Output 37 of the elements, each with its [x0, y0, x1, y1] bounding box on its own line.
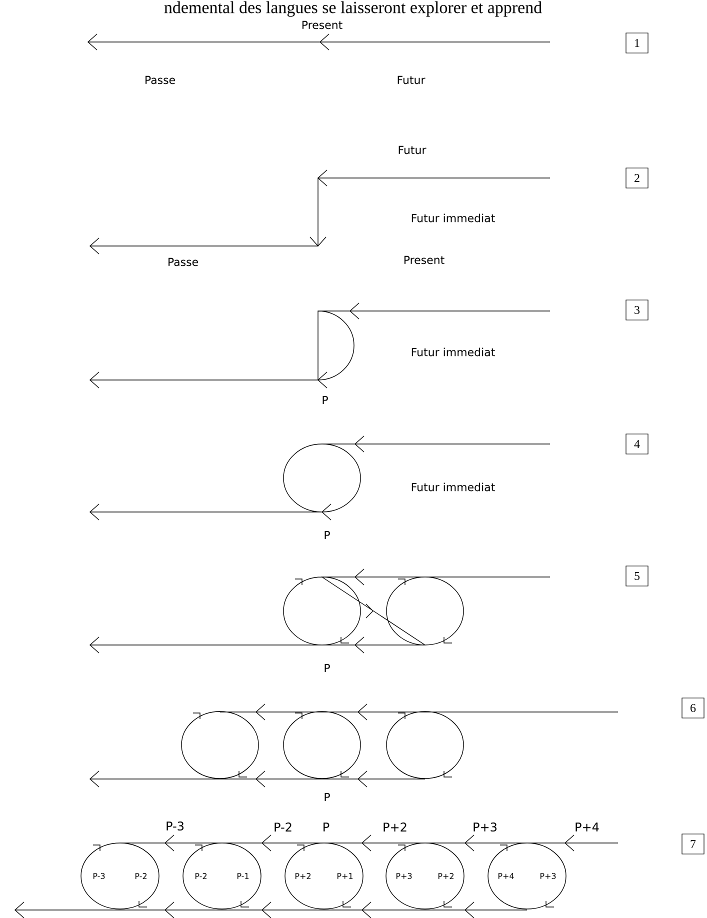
timeline-label: Present [404, 256, 444, 264]
timeline-label: P [324, 531, 330, 540]
circle-label: P+3 [396, 872, 412, 880]
timeline-label: Passe [168, 258, 198, 266]
circle-label: P-2 [195, 873, 207, 879]
timeline-label: P [324, 793, 330, 802]
number-box: 7 [682, 834, 704, 854]
timeline-label: P-3 [166, 821, 184, 831]
circle-label: P-1 [237, 873, 249, 879]
number-box: 5 [626, 566, 648, 586]
timeline-label: Futur immediat [412, 482, 495, 492]
timeline-label: Futur [398, 146, 426, 154]
number-box: 3 [626, 300, 648, 320]
circle-label: P-3 [93, 872, 105, 880]
timeline-label: Passe [146, 76, 175, 84]
number-box: 4 [626, 434, 648, 454]
circle-label: P+1 [337, 873, 353, 879]
timeline-label: P [324, 664, 330, 672]
timeline-label: Futur [398, 76, 426, 84]
timeline-label: P [324, 822, 330, 832]
cropped-heading: ndemental des langues se laisseront explorer et apprend [164, 1, 542, 17]
timeline-label: Futur immediat [412, 214, 495, 222]
timeline-label: P-2 [274, 822, 292, 832]
timeline-label: P+2 [384, 822, 406, 832]
circle-label: P-2 [135, 873, 147, 879]
circle-label: P+2 [438, 873, 454, 879]
circle-label: P+2 [295, 873, 310, 879]
number-box: 6 [682, 698, 704, 718]
circle-label: P+3 [540, 872, 556, 880]
timeline-label: Present [302, 20, 342, 30]
timeline-label: P+3 [474, 822, 496, 832]
timeline-label: P [322, 396, 328, 404]
number-box: 1 [626, 32, 648, 54]
timeline-label: P+4 [576, 822, 599, 832]
circle-label: P+4 [498, 873, 514, 879]
number-box: 2 [626, 168, 648, 188]
timeline-label: Futur immediat [412, 348, 495, 356]
